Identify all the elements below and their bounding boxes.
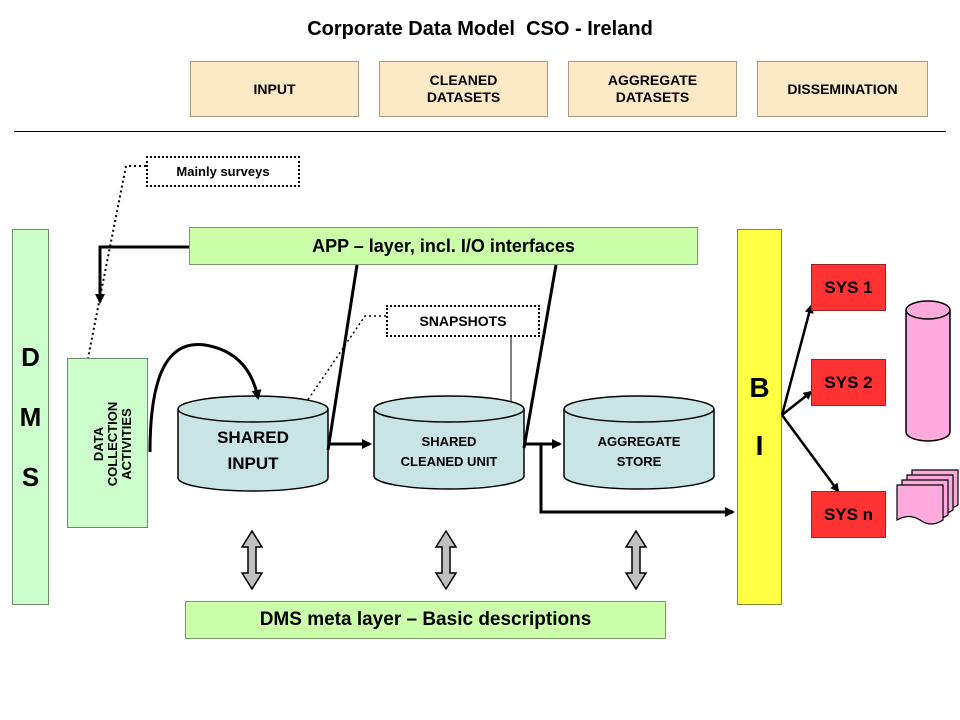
bi-bar: B I [737,229,782,605]
mainly-surveys-callout: Mainly surveys [146,156,300,187]
dms-meta-layer-bar: DMS meta layer – Basic descriptions [185,601,666,639]
divider-line [14,131,946,132]
collection-to-input-curve-arrow [148,342,262,453]
app-layer-bar: APP – layer, incl. I/O interfaces [189,227,698,265]
sys-n-box: SYS n [811,491,886,538]
bi-to-sysn-arrow [780,414,840,493]
bi-letter: B [749,372,770,403]
app-to-input-line [326,264,359,451]
page-title: Corporate Data Model CSO - Ireland [307,18,653,40]
aggregate-store-label: AGGREGATE STORE [597,434,681,469]
bi-letter: I [755,430,764,461]
phase-dissemination: DISSEMINATION [757,61,928,117]
phase-cleaned-label: CLEANED DATASETS [426,72,501,105]
data-collection-box [67,358,148,528]
dms-letter: D [21,342,40,372]
phase-input-label: INPUT [253,80,296,97]
phase-input: INPUT [190,61,359,117]
phase-cleaned-datasets: CLEANED DATASETS [379,61,548,117]
mainly-surveys-leader [87,165,146,359]
dms-letter: S [21,462,40,492]
app-to-collection-arrow [95,245,189,304]
bi-to-sys1-arrow [780,304,814,416]
app-to-cleaned-line [522,264,558,449]
cleaned-to-bi-arrow [539,444,735,517]
shared-cleaned-cylinder [373,395,525,490]
phase-aggregate-datasets: AGGREGATE DATASETS [568,61,737,117]
meta-double-arrow-cleaned [434,529,458,591]
phase-dissemination-label: DISSEMINATION [787,80,898,97]
snapshots-callout: SNAPSHOTS [386,305,540,337]
meta-double-arrow-input [240,529,264,591]
snapshots-leader [304,315,512,412]
shared-input-cylinder [177,395,329,492]
pink-database-icon [905,300,951,442]
aggregate-store-cylinder [563,395,715,490]
dms-letter: M [19,402,42,432]
dms-bar: D M S [12,229,49,605]
shared-input-label: SHARED INPUT [217,428,289,473]
sys-1-box: SYS 1 [811,264,886,311]
phase-aggregate-label: AGGREGATE DATASETS [607,72,698,105]
sys-2-box: SYS 2 [811,359,886,406]
document-stack-icon [896,469,959,525]
meta-double-arrow-aggregate [624,529,648,591]
bi-to-sys2-arrow [781,390,813,416]
shared-cleaned-label: SHARED CLEANED UNIT [400,434,498,469]
